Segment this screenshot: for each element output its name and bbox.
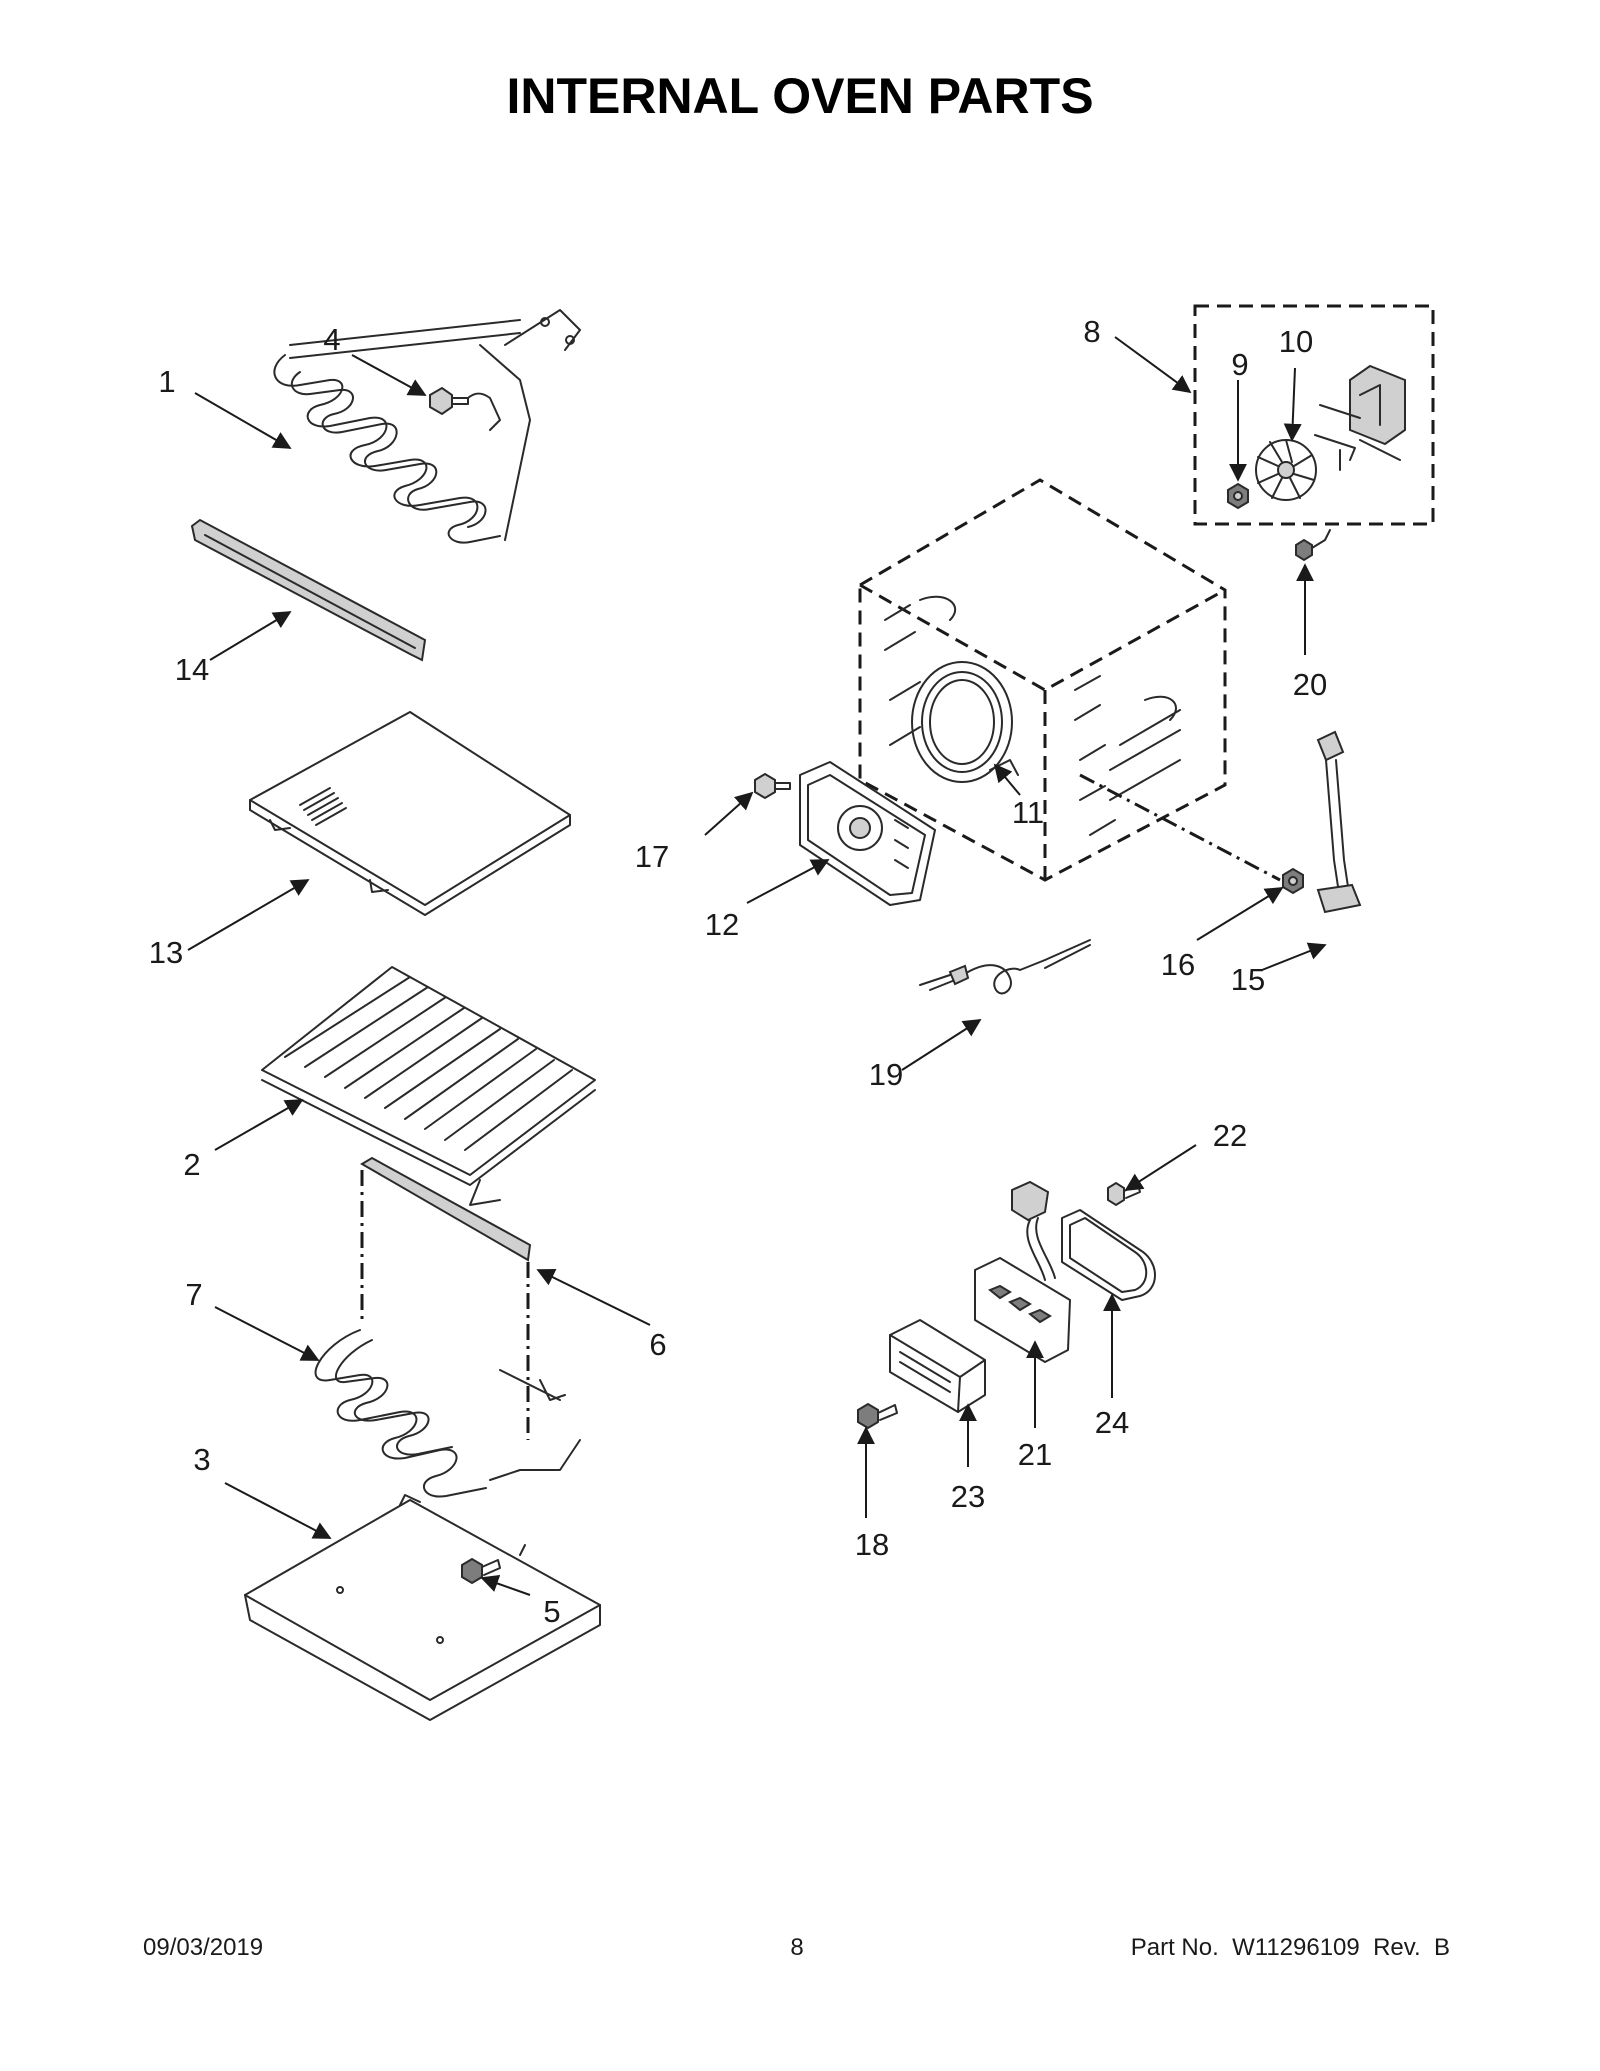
broil-element [273,309,581,544]
screw-4 [429,386,501,431]
meat-probe [919,939,1091,995]
page-title: INTERNAL OVEN PARTS [506,68,1093,124]
bake-element [314,1329,581,1498]
callout-24: 24 [1095,1405,1129,1440]
footer-page-number: 8 [790,1934,803,1961]
callout-2: 2 [183,1147,200,1182]
convection-motor [1314,364,1406,471]
callout-1: 1 [158,364,175,399]
convection-motor-kit-box [1193,304,1435,526]
footer: 09/03/2019 8 Part No. W11296109 Rev. B [143,1934,1450,1961]
callout-20: 20 [1293,667,1327,702]
callout-16: 16 [1161,947,1195,982]
screw-18 [857,1402,898,1430]
callout-10: 10 [1279,324,1313,359]
callout-21: 21 [1018,1437,1052,1472]
wire-harness [1011,1180,1056,1281]
footer-date: 09/03/2019 [143,1934,263,1961]
callout-23: 23 [951,1479,985,1514]
callout-19: 19 [869,1057,903,1092]
gasket [1061,1209,1156,1301]
control-module [889,1319,986,1413]
callout-4: 4 [323,322,340,357]
callout-18: 18 [855,1527,889,1562]
nut-16 [1282,867,1304,895]
screw-20 [1295,529,1331,562]
bake-element-bracket [360,1156,532,1440]
callout-7: 7 [185,1277,202,1312]
callout-6: 6 [649,1327,666,1362]
screw-22 [1107,1181,1141,1207]
callout-arrows [187,336,1327,1596]
screw-17 [754,772,791,800]
callout-labels: 1 2 3 4 5 6 7 8 9 10 11 12 13 14 15 16 1… [149,314,1327,1629]
electrical-box [974,1257,1071,1363]
callout-17: 17 [635,839,669,874]
screw-5 [461,1557,501,1585]
callout-8: 8 [1083,314,1100,349]
fan-blade [1255,439,1317,501]
top-panel [249,711,571,916]
oven-rack [261,966,596,1206]
callout-22: 22 [1213,1118,1247,1153]
callout-15: 15 [1231,962,1265,997]
callout-13: 13 [149,935,183,970]
oven-temperature-sensor [1316,730,1362,914]
nut-9 [1227,482,1249,510]
callout-3: 3 [193,1442,210,1477]
callout-14: 14 [175,652,209,687]
element-bracket [190,518,427,662]
oven-cavity [858,478,1227,882]
sensor-axis-line [1079,773,1281,882]
footer-part-number: Part No. W11296109 Rev. B [1131,1934,1450,1961]
callout-11: 11 [1012,795,1044,830]
convection-element [911,661,1019,783]
vent-grid [299,787,347,826]
callout-9: 9 [1231,347,1248,382]
convection-cover [799,761,936,906]
callout-5: 5 [543,1594,560,1629]
bottom-panel [244,1494,601,1721]
callout-12: 12 [705,907,739,942]
